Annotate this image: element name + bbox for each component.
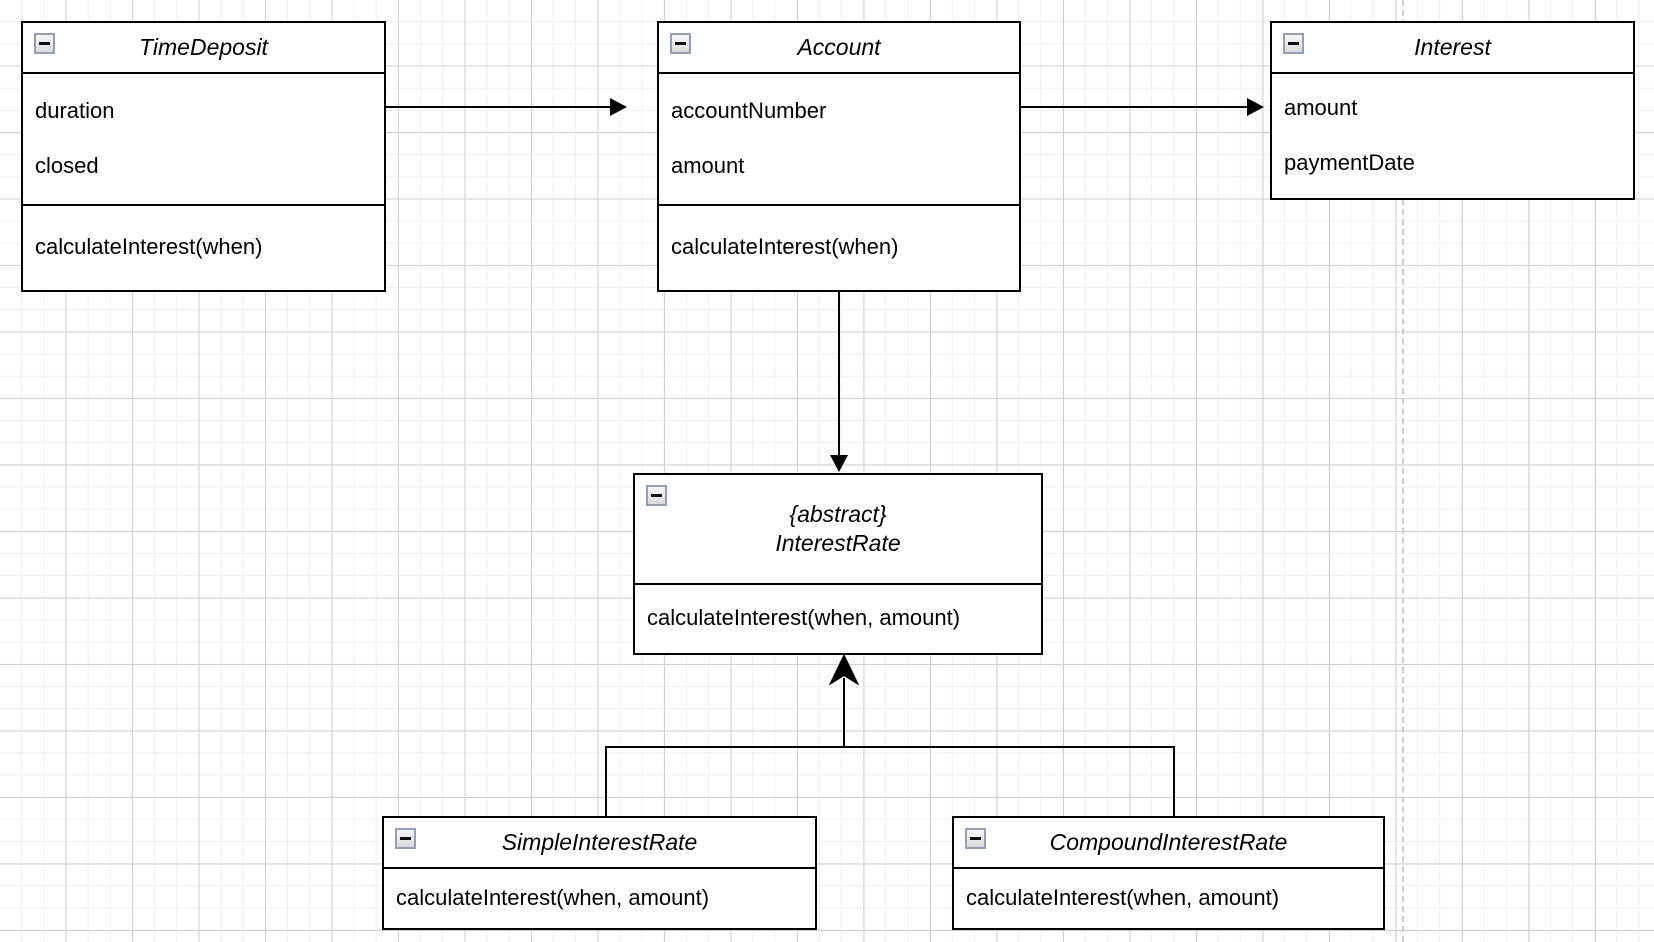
attribute-item: amount xyxy=(671,152,745,178)
class-box-interestrate[interactable]: {abstract} InterestRate calculateInteres… xyxy=(633,473,1043,655)
class-name-interest: Interest xyxy=(1414,33,1491,60)
minus-icon[interactable] xyxy=(965,828,986,849)
minus-icon[interactable] xyxy=(34,33,55,54)
arrowhead-account-interestrate xyxy=(830,455,848,472)
attribute-item: closed xyxy=(35,152,99,178)
operations-compartment-compoundinterestrate: calculateInterest(when, amount) xyxy=(954,869,1383,928)
attribute-item: amount xyxy=(1284,95,1358,121)
operation-item: calculateInterest(when) xyxy=(35,234,263,260)
edge-generalization-simple xyxy=(605,746,607,816)
class-name-account: Account xyxy=(797,33,881,60)
edge-generalization-riser xyxy=(843,678,845,748)
class-name-simpleinterestrate: SimpleInterestRate xyxy=(501,828,698,855)
edge-account-interest xyxy=(1021,106,1248,108)
class-header-compoundinterestrate: CompoundInterestRate xyxy=(954,818,1383,869)
class-name-compoundinterestrate: CompoundInterestRate xyxy=(1049,828,1288,855)
operation-item: calculateInterest(when, amount) xyxy=(396,884,710,910)
class-box-timedeposit[interactable]: TimeDeposit duration closed calculateInt… xyxy=(21,21,386,292)
operations-compartment-timedeposit: calculateInterest(when) xyxy=(23,204,384,290)
attribute-item: accountNumber xyxy=(671,98,827,124)
edge-generalization-bar xyxy=(605,746,1175,748)
operation-item: calculateInterest(when) xyxy=(671,234,899,260)
class-box-compoundinterestrate[interactable]: CompoundInterestRate calculateInterest(w… xyxy=(952,816,1385,930)
class-header-timedeposit: TimeDeposit xyxy=(23,23,384,74)
minus-icon[interactable] xyxy=(395,828,416,849)
arrowhead-timedeposit-account xyxy=(610,98,627,116)
operations-compartment-interestrate: calculateInterest(when, amount) xyxy=(635,585,1041,653)
class-header-interest: Interest xyxy=(1272,23,1633,74)
attributes-compartment-timedeposit: duration closed xyxy=(23,74,384,204)
minus-icon[interactable] xyxy=(646,485,667,506)
operations-compartment-account: calculateInterest(when) xyxy=(659,204,1019,290)
attributes-compartment-account: accountNumber amount xyxy=(659,74,1019,204)
edge-account-interestrate xyxy=(838,292,840,458)
class-name-interestrate: {abstract} InterestRate xyxy=(775,500,901,556)
minus-icon[interactable] xyxy=(670,33,691,54)
operation-item: calculateInterest(when, amount) xyxy=(647,605,961,631)
operations-compartment-simpleinterestrate: calculateInterest(when, amount) xyxy=(384,869,815,928)
minus-icon[interactable] xyxy=(1283,33,1304,54)
class-name-timedeposit: TimeDeposit xyxy=(139,33,268,60)
class-box-simpleinterestrate[interactable]: SimpleInterestRate calculateInterest(whe… xyxy=(382,816,817,930)
attributes-compartment-interest: amount paymentDate xyxy=(1272,74,1633,198)
attribute-item: duration xyxy=(35,98,115,124)
class-box-interest[interactable]: Interest amount paymentDate xyxy=(1270,21,1635,200)
page-break-guide xyxy=(1402,0,1404,942)
arrowhead-account-interest xyxy=(1247,98,1264,116)
edge-timedeposit-account xyxy=(386,106,612,108)
attribute-item: paymentDate xyxy=(1284,149,1415,175)
class-header-interestrate: {abstract} InterestRate xyxy=(635,475,1041,585)
operation-item: calculateInterest(when, amount) xyxy=(966,884,1280,910)
edge-generalization-compound xyxy=(1173,746,1175,816)
class-header-account: Account xyxy=(659,23,1019,74)
class-box-account[interactable]: Account accountNumber amount calculateIn… xyxy=(657,21,1021,292)
class-header-simpleinterestrate: SimpleInterestRate xyxy=(384,818,815,869)
